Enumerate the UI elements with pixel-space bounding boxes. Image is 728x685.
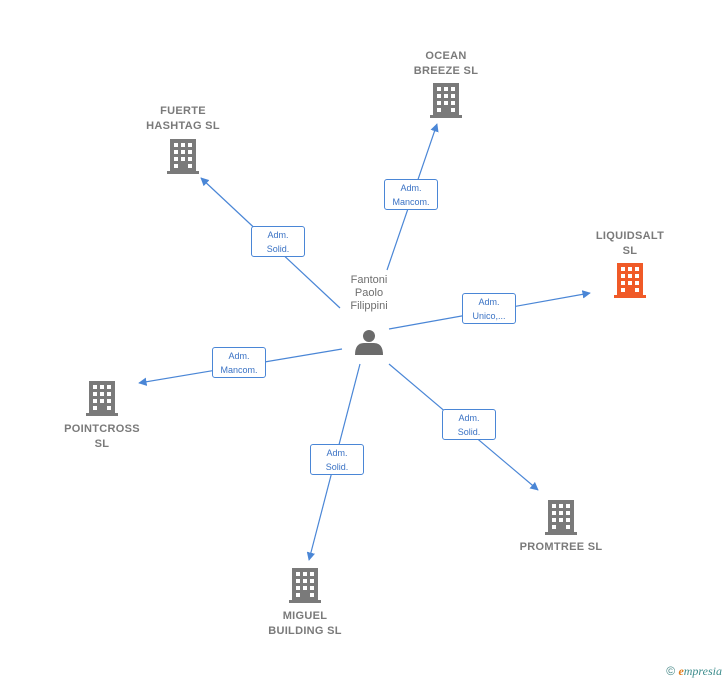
company-label-line: SL <box>94 438 110 450</box>
edge-label-fuerte-hashtag[interactable]: Adm. Solid. <box>251 226 305 257</box>
edge-label-line: Adm. <box>458 413 480 423</box>
company-label-line: LIQUIDSALT <box>595 230 665 242</box>
building-icon[interactable] <box>86 381 118 416</box>
edge-label-line: Unico,... <box>472 311 506 321</box>
building-icon[interactable] <box>614 263 646 298</box>
company-label-miguel-building[interactable]: MIGUEL BUILDING SL <box>268 609 342 639</box>
edge-label-line: Adm. <box>228 351 250 361</box>
company-label-line: BUILDING SL <box>268 625 342 637</box>
company-label-pointcross[interactable]: POINTCROSS SL <box>64 422 140 452</box>
edge-label-miguel-building[interactable]: Adm. Solid. <box>310 444 364 475</box>
edge-label-promtree[interactable]: Adm. Solid. <box>442 409 496 440</box>
edge-label-ocean-breeze[interactable]: Adm. Mancom. <box>384 179 438 210</box>
person-label-line: Fantoni <box>350 274 388 286</box>
company-label-line: MIGUEL <box>282 610 328 622</box>
edge-label-pointcross[interactable]: Adm. Mancom. <box>212 347 266 378</box>
company-label-line: SL <box>622 245 638 257</box>
edge-label-line: Solid. <box>266 244 290 254</box>
building-icon[interactable] <box>167 139 199 174</box>
edge-label-line: Mancom. <box>392 197 430 207</box>
edge-label-line: Adm. <box>326 448 348 458</box>
company-label-ocean-breeze[interactable]: OCEAN BREEZE SL <box>414 49 478 79</box>
person-icon[interactable] <box>355 330 383 355</box>
edge-label-line: Mancom. <box>220 365 258 375</box>
company-label-promtree[interactable]: PROMTREE SL <box>520 540 603 555</box>
building-icon[interactable] <box>289 568 321 603</box>
building-icon[interactable] <box>430 83 462 118</box>
brand-logo: empresia <box>678 664 722 678</box>
edge-label-line: Adm. <box>267 230 289 240</box>
person-label-line: Filippini <box>350 300 388 312</box>
company-label-line: OCEAN <box>425 50 467 62</box>
copyright-symbol: © <box>666 664 676 678</box>
edge-label-line: Adm. <box>400 183 422 193</box>
person-label-line: Paolo <box>354 287 384 299</box>
company-label-line: BREEZE SL <box>413 65 479 77</box>
company-label-line: HASHTAG SL <box>146 120 220 132</box>
edge-label-line: Adm. <box>478 297 500 307</box>
company-label-line: FUERTE <box>160 105 206 117</box>
company-label-fuerte-hashtag[interactable]: FUERTE HASHTAG SL <box>146 104 220 134</box>
company-label-line: POINTCROSS <box>64 423 140 435</box>
footer-brand: © empresia <box>666 664 722 679</box>
edge-label-line: Solid. <box>457 427 481 437</box>
edge-label-liquidsalt[interactable]: Adm. Unico,... <box>462 293 516 324</box>
building-icon[interactable] <box>545 500 577 535</box>
edge-label-line: Solid. <box>325 462 349 472</box>
company-label-liquidsalt[interactable]: LIQUIDSALT SL <box>596 229 664 259</box>
company-label-line: PROMTREE SL <box>519 541 603 553</box>
